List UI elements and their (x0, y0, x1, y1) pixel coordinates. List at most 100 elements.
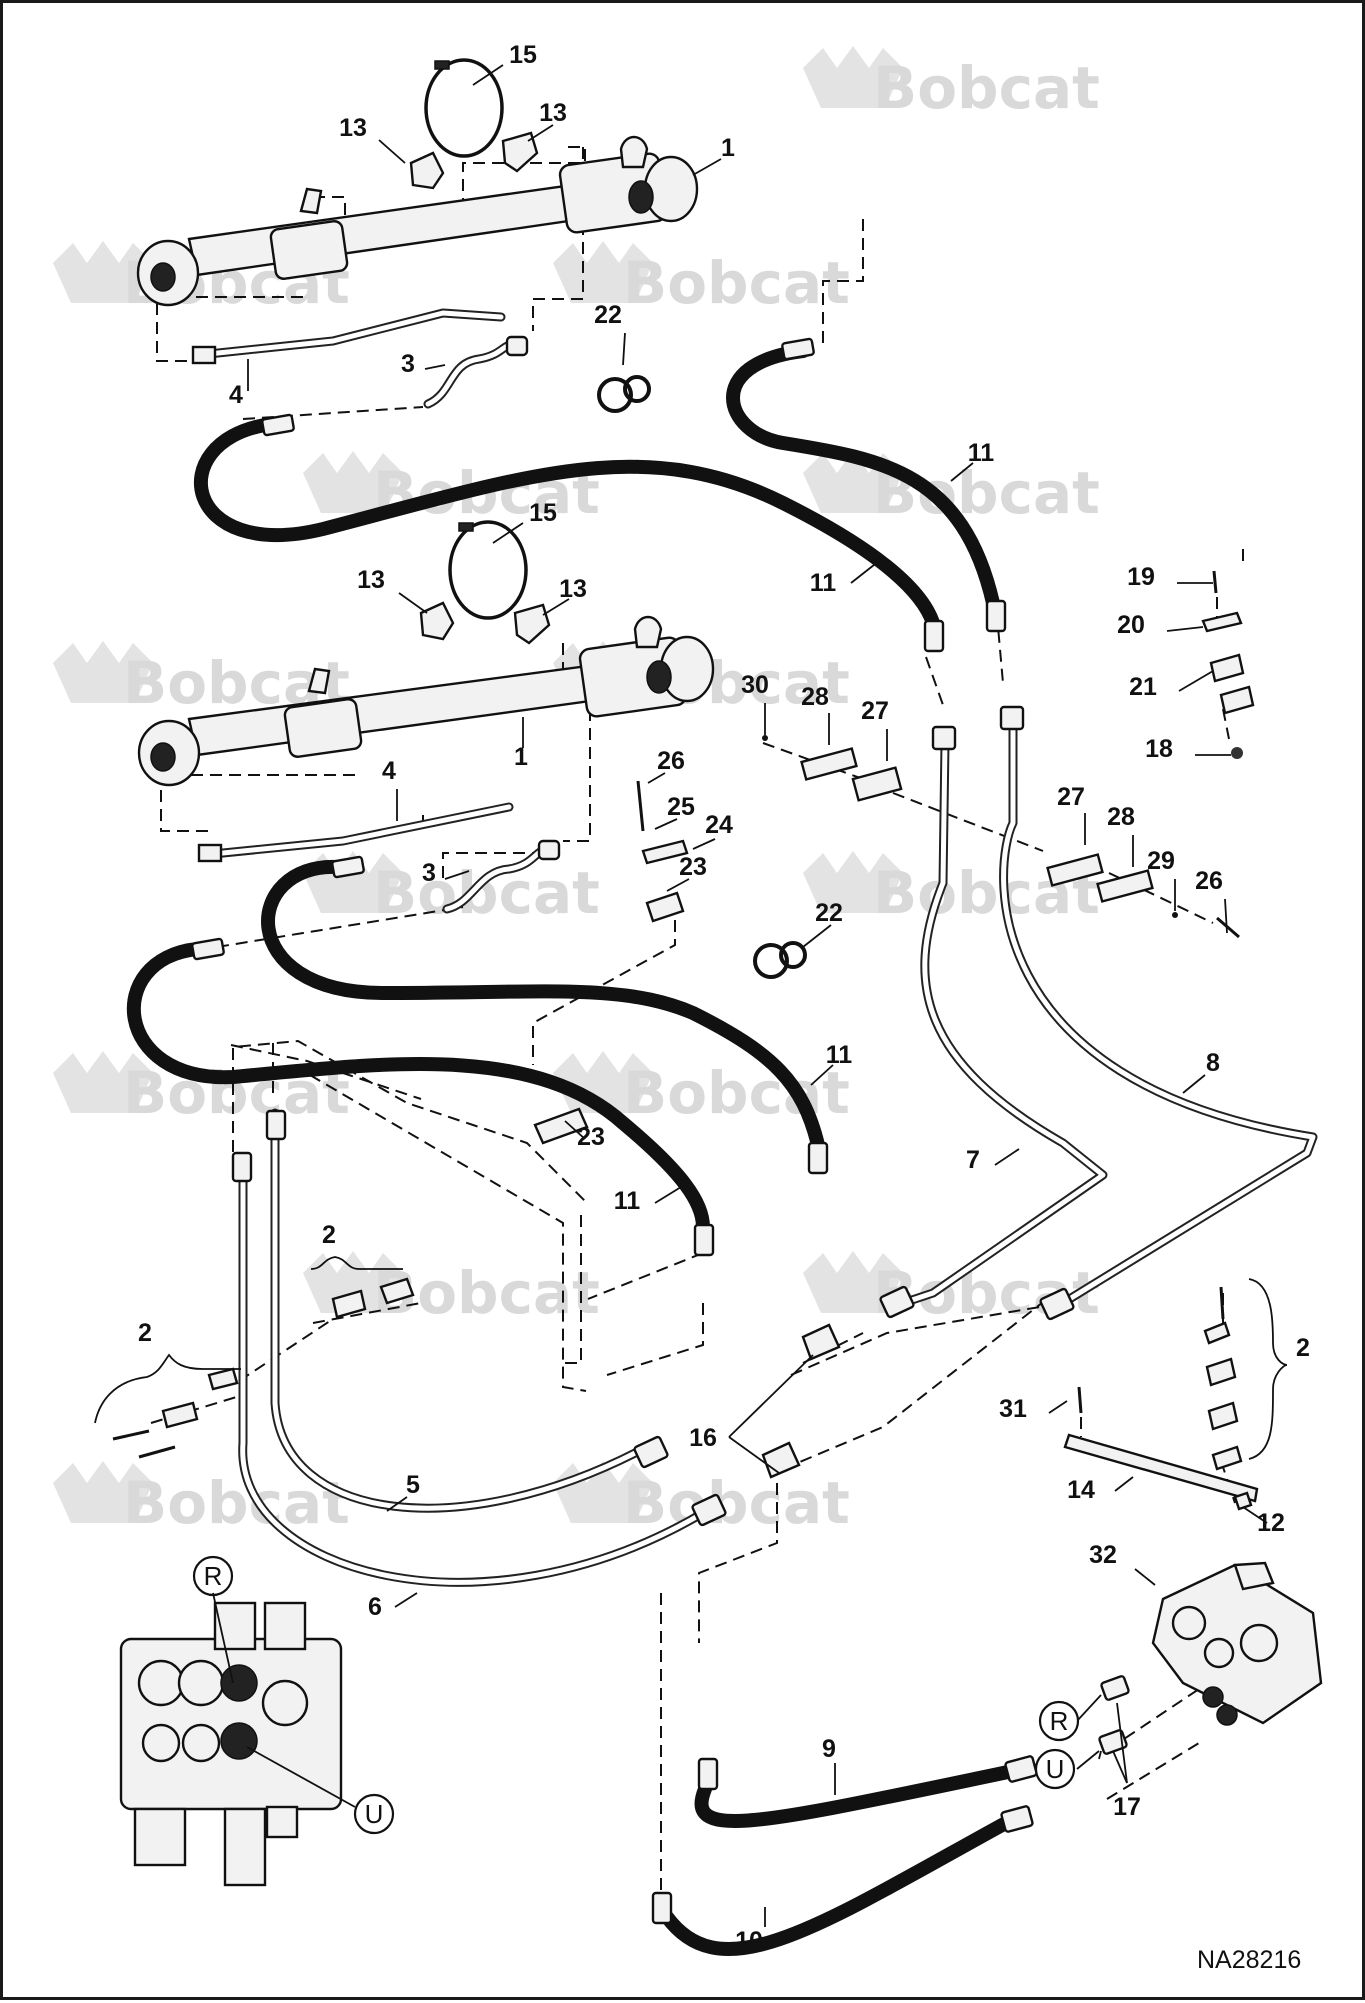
callout-c3b: 3 (422, 859, 470, 887)
callout-c2a: 2 (322, 1221, 336, 1249)
watermark-logo: Bobcat (553, 1461, 850, 1537)
group-leaders (728, 1354, 1128, 1784)
watermark-logo: Bobcat (803, 46, 1100, 122)
callout-leader (692, 838, 716, 850)
callout-number: 15 (529, 499, 557, 527)
callout-c3a: 3 (401, 350, 446, 378)
port-letter: U (1046, 1754, 1065, 1784)
callout-leader (527, 124, 554, 142)
callout-c22a: 22 (594, 301, 626, 366)
tee-fittings-16 (761, 1323, 841, 1479)
callout-c28a: 28 (801, 683, 830, 745)
port-ring (1034, 1748, 1076, 1790)
callout-c4b: 4 (382, 757, 398, 821)
callout-number: 11 (614, 1187, 641, 1215)
callout-number: 13 (357, 566, 385, 594)
control-valve-right (1151, 1561, 1323, 1726)
callout-c13a: 13 (339, 114, 406, 164)
port-ring (353, 1793, 395, 1835)
port-circle-U-left: U (353, 1793, 395, 1835)
cylinder-upper (136, 135, 699, 307)
callout-number: 25 (667, 793, 695, 821)
port-letter: U (365, 1799, 384, 1829)
callout-c8: 8 (1182, 1049, 1220, 1094)
callout-number: 12 (1257, 1509, 1285, 1537)
bracket-13 (409, 131, 551, 645)
callout-leader (692, 158, 722, 176)
callout-c11a: 11 (950, 439, 994, 482)
callout-c23b: 23 (564, 1120, 605, 1151)
callout-number: 1 (721, 134, 735, 162)
callout-c32: 32 (1089, 1541, 1156, 1586)
callout-c13d: 13 (542, 575, 587, 616)
callout-c19: 19 (1127, 563, 1213, 591)
callout-number: 2 (138, 1319, 152, 1347)
callout-number: 8 (1206, 1049, 1220, 1077)
callout-number: 22 (815, 899, 843, 927)
port-letter: R (204, 1561, 223, 1591)
control-valve-left (119, 1601, 343, 1887)
callout-leader (424, 364, 446, 370)
callout-number: 20 (1117, 611, 1145, 639)
watermark-text: Bobcat (873, 54, 1100, 122)
callout-number: 7 (966, 1146, 980, 1174)
callout-c1a: 1 (692, 134, 735, 176)
watermark-logo: Bobcat (553, 241, 850, 317)
callout-leader (950, 462, 974, 482)
callout-c25: 25 (654, 793, 695, 830)
tubes-3-4 (191, 308, 561, 914)
callout-c24: 24 (692, 811, 733, 850)
callout-c23a: 23 (666, 853, 707, 892)
steel-lines (231, 705, 1318, 1587)
callout-leader (472, 64, 504, 86)
callout-leader (542, 598, 570, 616)
callout-number: 13 (559, 575, 587, 603)
callout-number: 30 (741, 671, 769, 699)
callout-c26b: 26 (1195, 867, 1228, 934)
watermark-text: Bobcat (623, 1469, 850, 1537)
callout-c9: 9 (822, 1735, 836, 1795)
adapters-17 (1098, 1675, 1130, 1755)
port-ring (1038, 1700, 1080, 1742)
callout-number: 4 (382, 757, 396, 785)
callout-number: 23 (577, 1123, 605, 1151)
callout-number: 32 (1089, 1541, 1117, 1569)
callout-leader (492, 522, 524, 544)
callout-leader (802, 924, 832, 948)
callout-c14: 14 (1067, 1476, 1134, 1504)
callout-number: 27 (861, 697, 889, 725)
callout-leader (1048, 1400, 1068, 1414)
callout-number: 19 (1127, 563, 1155, 591)
callout-c10: 10 (735, 1907, 766, 1955)
callout-c20: 20 (1117, 611, 1204, 639)
callout-c13c: 13 (357, 566, 428, 614)
callout-c15b: 15 (492, 499, 557, 544)
callout-leader (444, 870, 470, 880)
cylinder-lower (137, 615, 715, 787)
callout-c2b: 2 (138, 1319, 152, 1347)
clamp-15 (424, 58, 528, 620)
callout-leader (666, 878, 690, 892)
callout-leader (1166, 626, 1204, 632)
callout-c11b: 11 (810, 560, 880, 597)
callout-c31: 31 (999, 1395, 1068, 1423)
callout-number: 26 (657, 747, 685, 775)
figure-id: NA28216 (1197, 1946, 1301, 1974)
callout-number: 24 (705, 811, 733, 839)
callout-number: 1 (514, 743, 528, 771)
callout-leader (647, 772, 666, 784)
watermark-logo: Bobcat (303, 1251, 600, 1327)
callout-leader (1134, 1568, 1156, 1586)
callout-number: 10 (735, 1927, 763, 1955)
braces-2 (94, 1256, 1288, 1460)
callout-leader (394, 1592, 418, 1608)
callout-c16: 16 (689, 1424, 717, 1452)
callout-leader (994, 1148, 1020, 1166)
callout-leader (386, 1496, 408, 1512)
callout-leader (810, 1064, 834, 1086)
watermark-text: Bobcat (623, 249, 850, 317)
callout-c26a: 26 (647, 747, 685, 784)
callout-number: 2 (322, 1221, 336, 1249)
callout-number: 14 (1067, 1476, 1095, 1504)
callout-number: 26 (1195, 867, 1223, 895)
